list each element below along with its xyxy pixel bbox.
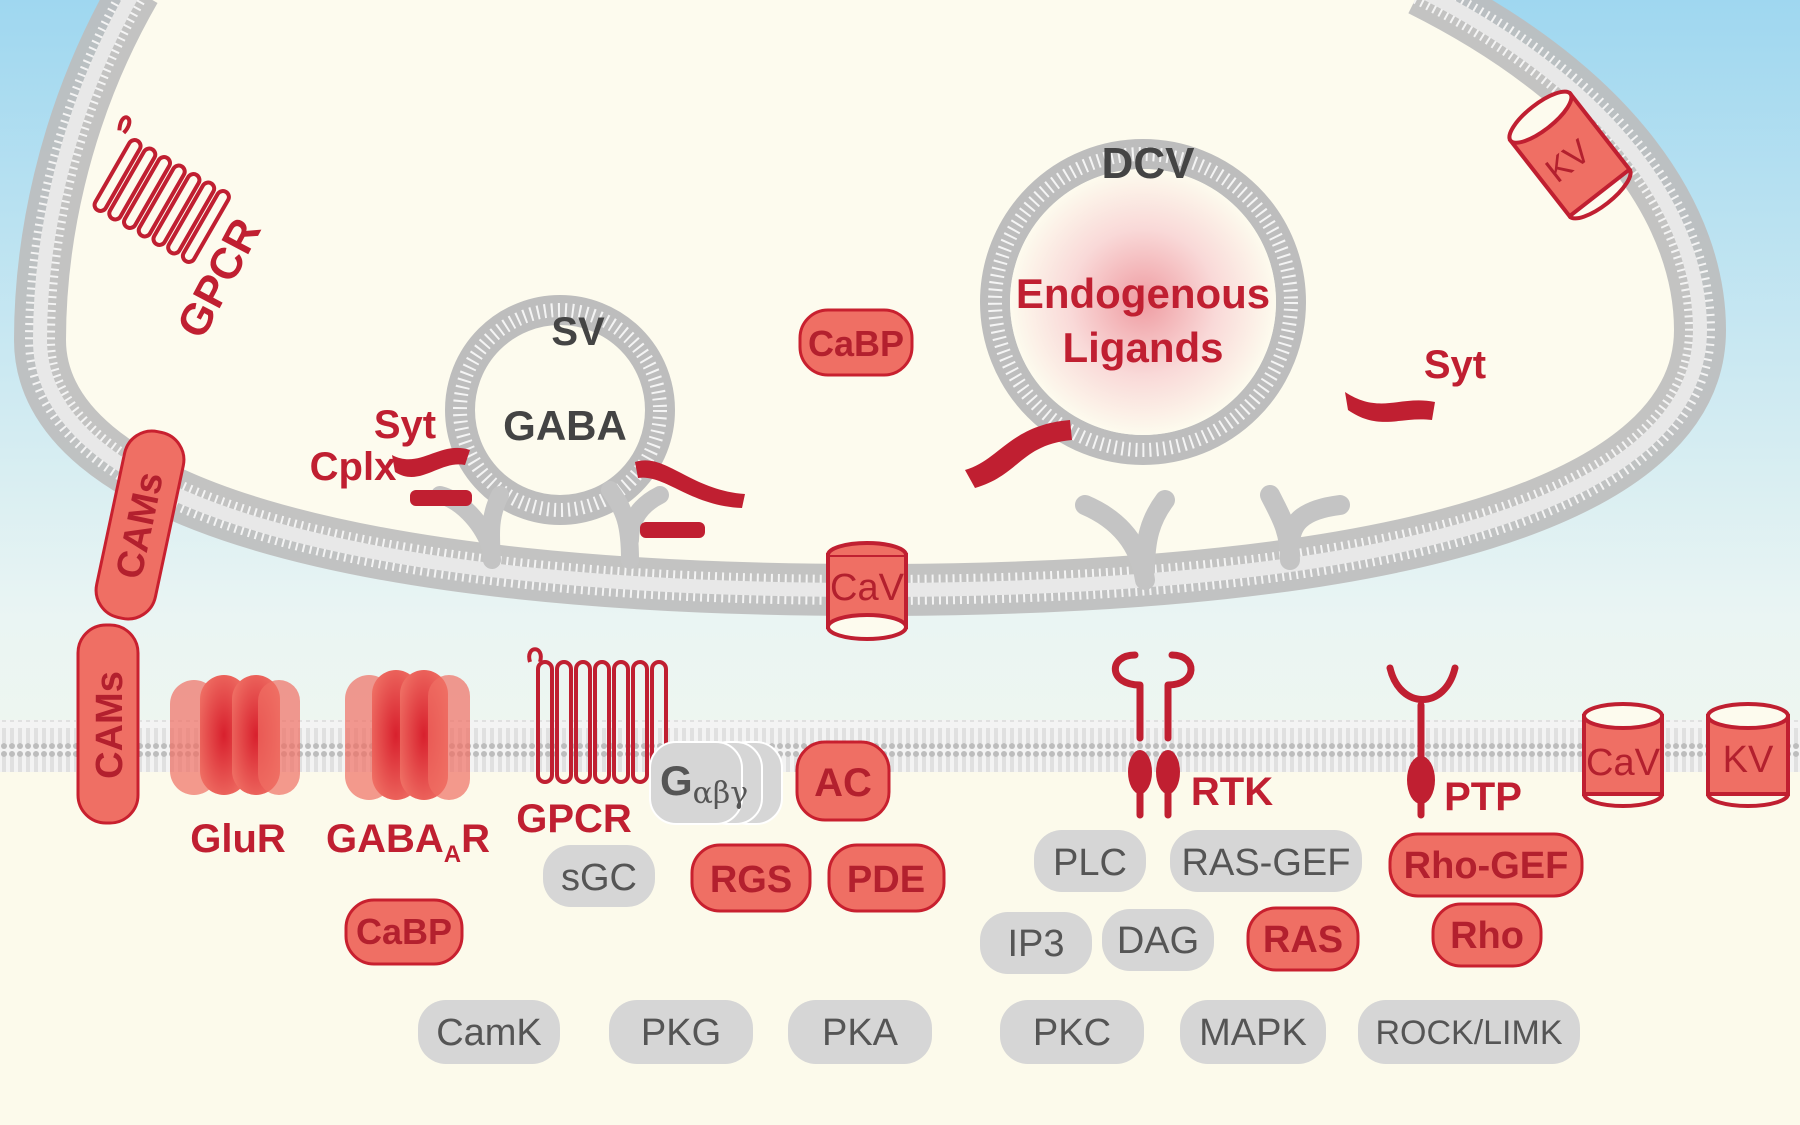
synaptic-vesicle xyxy=(445,295,675,525)
camk-pill xyxy=(418,1000,560,1064)
pka-pill xyxy=(788,1000,932,1064)
presynaptic-cav-label: CaV xyxy=(830,567,905,609)
glur-label: GluR xyxy=(190,817,286,861)
sv-label: SV xyxy=(551,310,605,354)
g-protein-label: Gαβγ xyxy=(660,757,748,811)
postsynaptic-gpcr-label: GPCR xyxy=(516,797,632,841)
syt-dcv-right xyxy=(1345,392,1435,422)
presynaptic-terminal xyxy=(40,0,1700,590)
presynaptic-cams xyxy=(94,429,186,621)
syt-label-sv: Syt xyxy=(374,403,436,447)
postsynaptic-cabp-label: CaBP xyxy=(356,911,452,952)
rtk-label: RTK xyxy=(1191,770,1273,814)
rho-pill xyxy=(1431,902,1543,968)
rho-gef-pill xyxy=(1388,832,1584,898)
sgc-label: sGC xyxy=(561,857,637,899)
presynaptic-kv-channel xyxy=(1507,89,1633,221)
pde-label: PDE xyxy=(847,859,925,901)
ptp-label: PTP xyxy=(1444,775,1522,819)
syt-label-dcv: Syt xyxy=(1424,343,1486,387)
dense-core-vesicle xyxy=(980,139,1306,465)
sgc-pill xyxy=(543,845,655,907)
syt-sv-left xyxy=(392,447,470,477)
rgs-pill xyxy=(690,843,812,913)
pde-pill xyxy=(827,843,946,913)
pkc-label: PKC xyxy=(1033,1012,1111,1054)
postsynaptic-cav-label: CaV xyxy=(1586,742,1661,784)
ac-label: AC xyxy=(814,761,872,805)
dcv-cargo-line2: Ligands xyxy=(1062,324,1223,371)
ras-gef-label: RAS-GEF xyxy=(1182,842,1351,884)
presynaptic-cav-channel xyxy=(826,541,908,641)
rtk-kinase-left xyxy=(1128,750,1152,794)
glur-receptor xyxy=(170,675,300,795)
dag-pill xyxy=(1102,909,1214,971)
mapk-label: MAPK xyxy=(1199,1012,1307,1054)
mapk-pill xyxy=(1180,1000,1326,1064)
camk-label: CamK xyxy=(436,1012,542,1054)
ras-gef-pill xyxy=(1170,830,1362,892)
ip3-label: IP3 xyxy=(1007,923,1064,965)
ptp-phosphatase xyxy=(1407,756,1435,804)
ac-pill xyxy=(795,740,891,822)
plc-pill xyxy=(1034,830,1146,892)
rho-gef-label: Rho-GEF xyxy=(1404,845,1569,887)
postsynaptic-cav-channel xyxy=(1582,702,1664,808)
postsynaptic-cams xyxy=(76,623,140,825)
postsynaptic-kv-channel xyxy=(1706,702,1790,808)
presynaptic-gpcr xyxy=(92,115,231,264)
postsynaptic-kv-label: KV xyxy=(1723,739,1774,781)
pkg-label: PKG xyxy=(641,1012,721,1054)
cplx-sv-right xyxy=(640,522,705,538)
dcv-cargo-line1: Endogenous xyxy=(1016,270,1270,317)
plc-label: PLC xyxy=(1053,842,1127,884)
ras-label: RAS xyxy=(1263,919,1343,961)
syt-sv-right xyxy=(635,460,745,508)
dcv-label: DCV xyxy=(1102,139,1196,188)
presynaptic-cabp-label: CaBP xyxy=(808,323,904,364)
pkc-pill xyxy=(1000,1000,1144,1064)
rtk-kinase-right xyxy=(1156,750,1180,794)
sv-cargo-gaba: GABA xyxy=(503,402,627,449)
ras-pill xyxy=(1246,906,1360,972)
rgs-label: RGS xyxy=(710,859,792,901)
cplx-label: Cplx xyxy=(310,445,397,489)
rock-limk-label: ROCK/LIMK xyxy=(1375,1014,1562,1052)
rock-limk-pill xyxy=(1358,1000,1580,1064)
dag-label: DAG xyxy=(1117,920,1199,962)
postsynaptic-cams-label: CAMs xyxy=(89,671,131,779)
ip3-pill xyxy=(980,912,1092,974)
postsynaptic-cabp-pill xyxy=(344,898,464,966)
cplx-sv-left xyxy=(410,490,472,506)
gabaar-label: GABAAR xyxy=(326,817,490,868)
pka-label: PKA xyxy=(822,1012,899,1054)
syt-dcv-left xyxy=(965,420,1072,488)
gabaar-receptor xyxy=(345,670,470,800)
pkg-pill xyxy=(609,1000,753,1064)
presynaptic-cabp-pill xyxy=(798,308,914,377)
snare-complex-dcv xyxy=(1075,485,1350,590)
rho-label: Rho xyxy=(1450,915,1524,957)
postsynaptic-gpcr xyxy=(527,647,668,784)
g-protein xyxy=(649,741,783,825)
